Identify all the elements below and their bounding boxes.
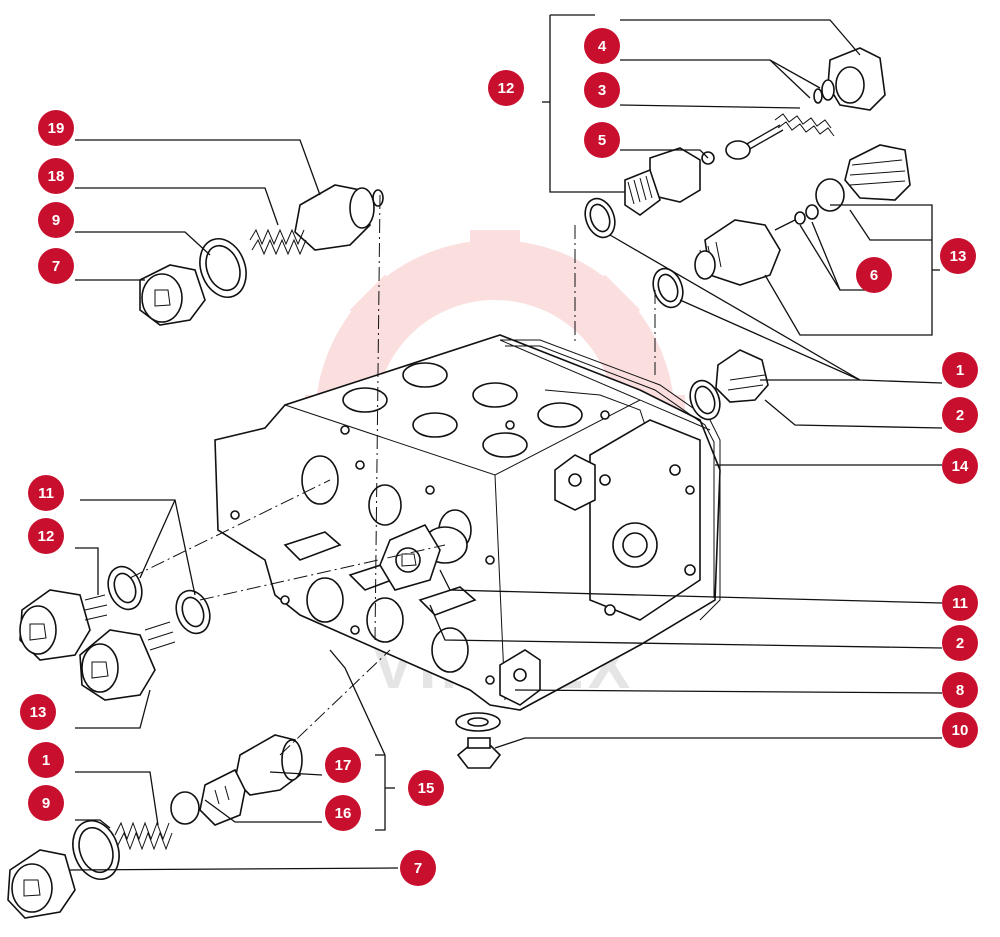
callout-18: 18	[38, 158, 74, 194]
callout-10: 10	[942, 712, 978, 748]
left-bottom-assembly	[7, 734, 303, 919]
callout-8: 8	[942, 672, 978, 708]
callout-1-left: 1	[28, 742, 64, 778]
callout-4: 4	[584, 28, 620, 64]
callout-6: 6	[856, 257, 892, 293]
callout-2: 2	[942, 397, 978, 433]
plug-2-top	[715, 349, 769, 403]
axis-line-1	[374, 194, 381, 641]
callout-11: 11	[28, 475, 64, 511]
callout-13: 13	[940, 238, 976, 274]
callout-13-left: 13	[20, 694, 56, 730]
left-top-assembly	[139, 184, 384, 326]
valve-block	[214, 334, 721, 711]
left-middle-assembly	[19, 565, 211, 701]
callout-11-right: 11	[942, 585, 978, 621]
callout-3: 3	[584, 72, 620, 108]
callout-7: 7	[38, 248, 74, 284]
callout-5: 5	[584, 122, 620, 158]
callout-12: 12	[488, 70, 524, 106]
callout-17: 17	[325, 747, 361, 783]
bottom-plug-assembly	[455, 712, 502, 769]
callout-9-left: 9	[28, 785, 64, 821]
leader-lines	[69, 14, 943, 871]
relief-valve-assembly-right	[694, 144, 911, 286]
callout-7-bottom: 7	[400, 850, 436, 886]
callout-1: 1	[942, 352, 978, 388]
callout-15: 15	[408, 770, 444, 806]
callout-16: 16	[325, 795, 361, 831]
callout-9: 9	[38, 202, 74, 238]
callout-2-right: 2	[942, 625, 978, 661]
relief-valve-assembly-top	[624, 47, 886, 216]
callout-14: 14	[942, 448, 978, 484]
callout-12-left: 12	[28, 518, 64, 554]
callout-19: 19	[38, 110, 74, 146]
